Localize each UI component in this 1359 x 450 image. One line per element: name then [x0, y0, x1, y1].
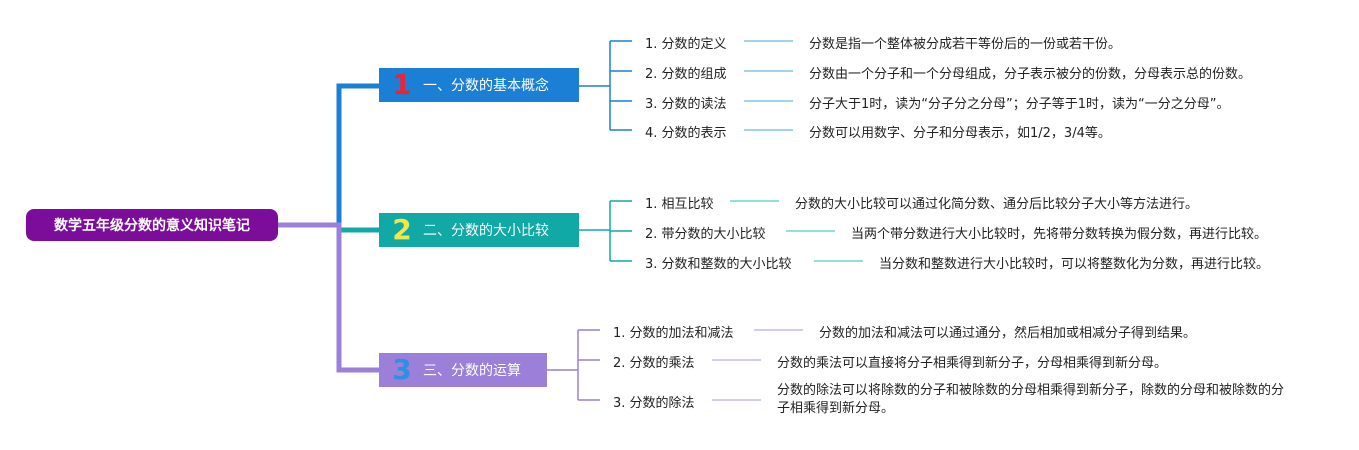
leaf-label[interactable]: 3. 分数的除法 — [613, 396, 695, 411]
leaf-description: 分子大于1时，读为“分子分之分母”；分子等于1时，读为“一分之分母”。 — [809, 97, 1230, 112]
leaf-label[interactable]: 2. 分数的乘法 — [613, 356, 695, 371]
leaf-label[interactable]: 3. 分数和整数的大小比较 — [645, 257, 792, 272]
branch-title: 二、分数的大小比较 — [423, 223, 549, 239]
leaf-description: 分数是指一个整体被分成若干等份后的一份或若干份。 — [809, 37, 1122, 52]
root-node[interactable]: 数学五年级分数的意义知识笔记 — [26, 209, 278, 241]
leaf-label[interactable]: 1. 相互比较 — [645, 197, 714, 212]
branch-number-badge: 1 — [392, 68, 412, 101]
branch3-bracket — [547, 329, 600, 401]
connector-root-branch3 — [278, 222, 379, 373]
leaf-description: 当分数和整数进行大小比较时，可以将整数化为分数，再进行比较。 — [879, 257, 1270, 272]
leaf-label[interactable]: 2. 带分数的大小比较 — [645, 227, 766, 242]
leaf-description: 分数的加法和减法可以通过通分，然后相加或相减分子得到结果。 — [819, 326, 1197, 341]
leaf-description: 分数的大小比较可以通过化简分数、通分后比较分子大小等方法进行。 — [795, 197, 1199, 212]
branch2-bracket — [579, 200, 632, 262]
leaf-label[interactable]: 1. 分数的加法和减法 — [613, 326, 734, 341]
branch-node-2[interactable]: 2 二、分数的大小比较 — [379, 213, 579, 247]
connector-root-branch1 — [278, 83, 379, 228]
root-title: 数学五年级分数的意义知识笔记 — [54, 218, 250, 234]
leaf-label[interactable]: 4. 分数的表示 — [645, 126, 727, 141]
branch-node-1[interactable]: 1 一、分数的基本概念 — [379, 68, 579, 102]
leaf-description: 分数的除法可以将除数的分子和被除数的分母相乘得到新分子，除数的分母和被除数的分子… — [777, 383, 1285, 416]
branch-node-3[interactable]: 3 三、分数的运算 — [379, 353, 547, 387]
leaf-label[interactable]: 2. 分数的组成 — [645, 67, 727, 82]
branch1-leaf-lines — [744, 40, 793, 131]
branch-number-badge: 2 — [392, 213, 412, 246]
leaf-description: 分数的乘法可以直接将分子相乘得到新分子，分母相乘得到新分母。 — [777, 356, 1168, 371]
leaf-description: 分数可以用数字、分子和分母表示，如1/2，3/4等。 — [809, 126, 1111, 141]
branch-title: 三、分数的运算 — [423, 363, 521, 379]
leaf-description: 当两个带分数进行大小比较时，先将带分数转换为假分数，再进行比较。 — [851, 227, 1268, 242]
branch1-bracket — [579, 40, 632, 131]
leaf-description: 分数由一个分子和一个分母组成，分子表示被分的份数，分母表示总的份数。 — [809, 67, 1252, 82]
branch2-leaf-lines — [730, 200, 863, 262]
branch-title: 一、分数的基本概念 — [423, 78, 549, 94]
leaf-label[interactable]: 3. 分数的读法 — [645, 97, 727, 112]
branch3-leaf-lines — [712, 329, 803, 401]
branch-number-badge: 3 — [392, 353, 412, 386]
leaf-label[interactable]: 1. 分数的定义 — [645, 37, 727, 52]
